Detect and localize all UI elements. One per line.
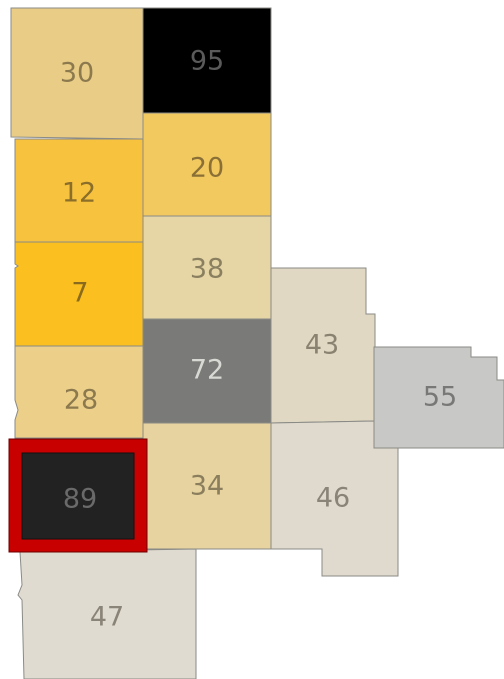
region-28[interactable]: 28: [14, 345, 144, 439]
region-34-shape[interactable]: [142, 422, 272, 550]
region-43-shape[interactable]: [270, 267, 382, 424]
region-7-shape[interactable]: [14, 241, 144, 347]
region-46-shape[interactable]: [270, 420, 399, 577]
region-30-shape[interactable]: [10, 7, 144, 140]
region-95-shape[interactable]: [142, 7, 272, 114]
region-38-shape[interactable]: [142, 215, 272, 320]
region-12[interactable]: 12: [14, 138, 144, 243]
region-20[interactable]: 20: [142, 112, 272, 217]
region-72-shape[interactable]: [142, 318, 272, 424]
region-20-shape[interactable]: [142, 112, 272, 217]
region-28-shape[interactable]: [14, 345, 144, 439]
region-12-shape[interactable]: [14, 138, 144, 243]
region-89-shape[interactable]: [21, 452, 135, 540]
region-55-shape[interactable]: [373, 346, 504, 449]
region-47[interactable]: 47: [17, 548, 197, 679]
region-55[interactable]: 55: [373, 346, 504, 449]
region-43[interactable]: 43: [270, 267, 382, 424]
region-30[interactable]: 30: [10, 7, 144, 140]
region-95[interactable]: 95: [142, 7, 272, 114]
region-38[interactable]: 38: [142, 215, 272, 320]
region-89[interactable]: 89: [8, 438, 148, 553]
region-47-shape[interactable]: [17, 548, 197, 679]
region-72[interactable]: 72: [142, 318, 272, 424]
region-34[interactable]: 34: [142, 422, 272, 550]
region-7[interactable]: 7: [14, 241, 144, 347]
